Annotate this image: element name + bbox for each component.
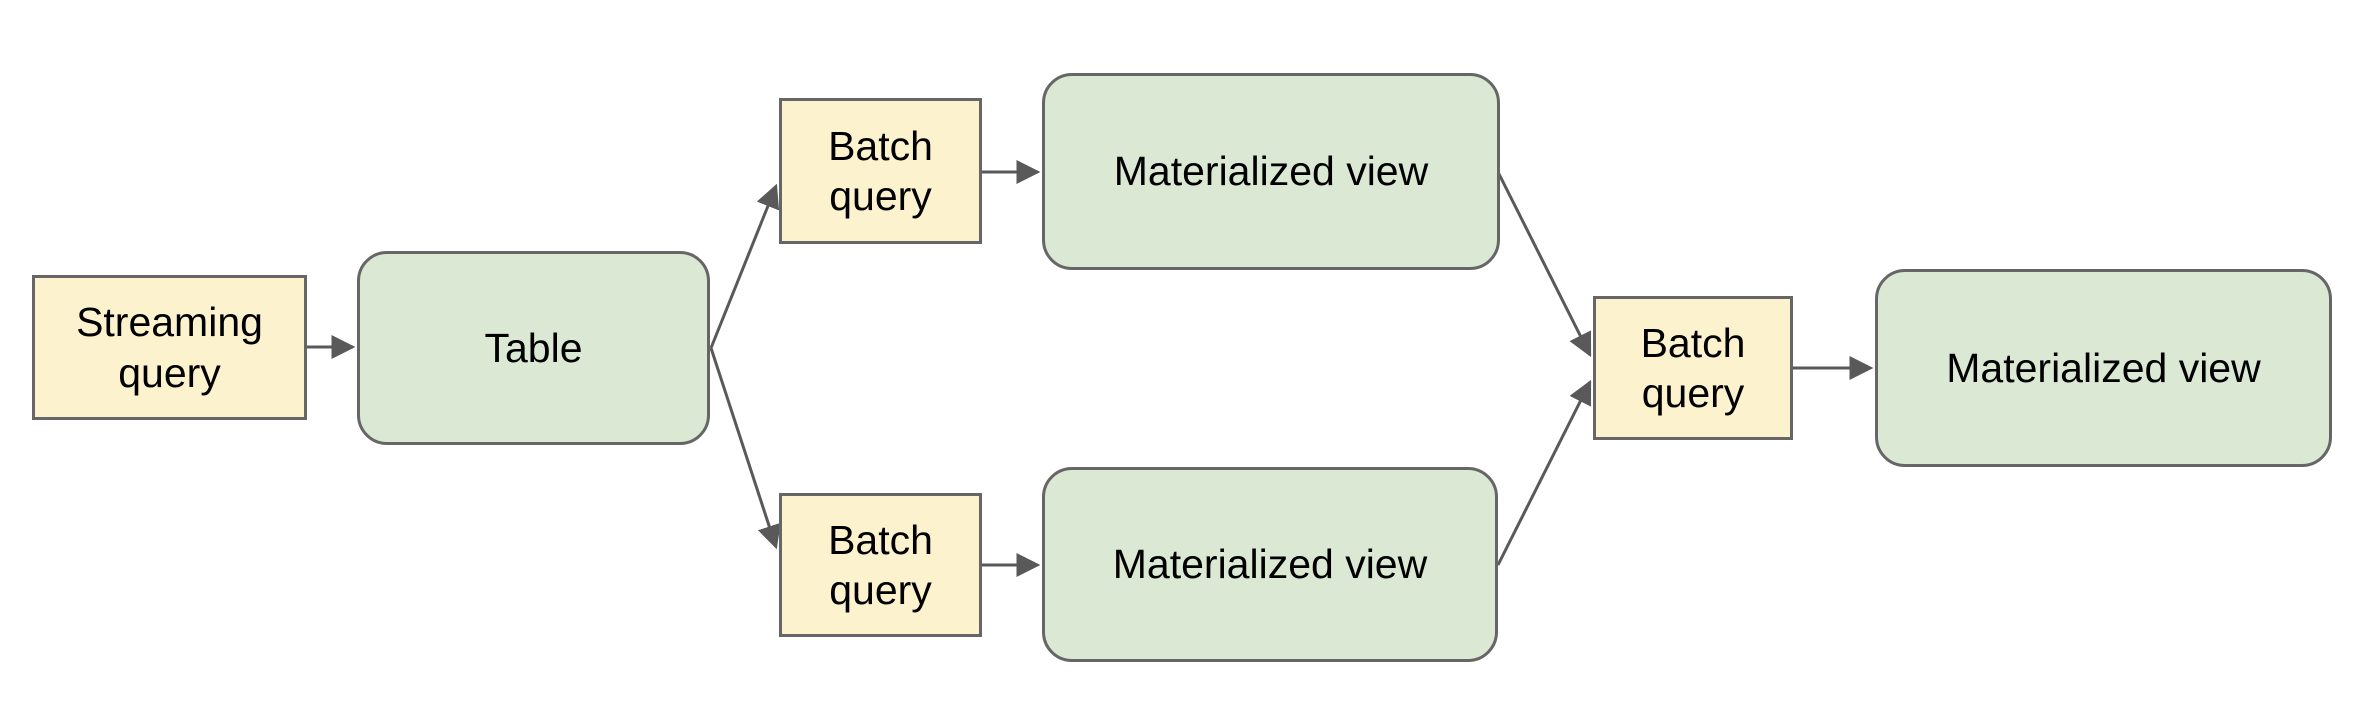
node-batch-query-top: Batch query [779, 98, 982, 244]
node-materialized-view-final: Materialized view [1875, 269, 2332, 467]
edge-mv-bottom-to-batch-query-join [1496, 379, 1592, 566]
node-table: Table [357, 251, 710, 445]
node-label: Batch query [828, 516, 933, 613]
node-materialized-view-top: Materialized view [1042, 73, 1500, 270]
edge-table-to-batch-query-top [709, 183, 780, 349]
edge-table-to-batch-query-bottom [709, 347, 781, 550]
node-batch-query-bottom: Batch query [779, 493, 982, 637]
node-label: Streaming query [76, 299, 263, 396]
node-label: Batch query [1640, 319, 1746, 416]
node-label: Table [484, 324, 583, 371]
node-label: Materialized view [1946, 344, 2261, 391]
node-materialized-view-bottom: Materialized view [1042, 467, 1498, 662]
node-label: Batch query [828, 122, 933, 219]
node-label: Materialized view [1113, 148, 1429, 195]
edge-mv-top-to-batch-query-join [1496, 171, 1592, 358]
node-streaming-query: Streaming query [32, 275, 307, 420]
node-label: Materialized view [1112, 541, 1428, 588]
node-batch-query-join: Batch query [1593, 296, 1793, 440]
